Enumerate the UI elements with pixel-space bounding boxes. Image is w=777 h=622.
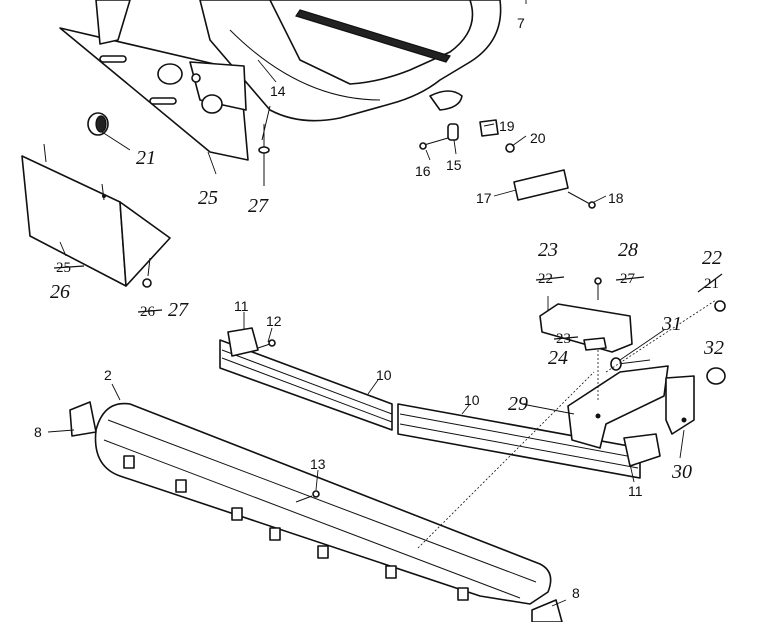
printed-labels: 7 14 19 20 16 15 17 18 11 12 10 10 2 8 1… — [34, 15, 643, 601]
rail-right-part-10 — [397, 403, 641, 479]
label-10-right: 10 — [464, 392, 480, 408]
label-32: 32 — [703, 337, 724, 359]
label-20: 20 — [530, 130, 546, 146]
label-11-left: 11 — [234, 298, 249, 314]
clip-part-19 — [479, 119, 499, 137]
label-24: 24 — [548, 347, 568, 369]
strip-part-17 — [513, 169, 569, 201]
bolt-part-16 — [419, 137, 449, 150]
handwritten-labels: 21 25 27 25 26 26 27 23 28 22 27 22 21 3… — [50, 147, 724, 483]
bracket-plate-part-26 — [21, 143, 171, 287]
leader-lines — [47, 0, 685, 607]
label-25: 25 — [198, 187, 218, 209]
nut-part-32 — [706, 367, 726, 385]
end-piece-part-8-right — [531, 599, 563, 622]
label-31: 31 — [661, 313, 682, 335]
label-23-struck: 23 — [556, 331, 571, 347]
rail-left-part-10 — [219, 339, 393, 431]
label-21: 21 — [136, 147, 156, 169]
end-cap-part-11-left — [227, 327, 259, 357]
label-14: 14 — [270, 83, 286, 99]
label-13: 13 — [310, 456, 326, 472]
label-26: 26 — [50, 281, 70, 303]
screw-part-27-right — [594, 277, 602, 300]
screw-part-13 — [295, 490, 320, 503]
end-cap-part-11-right — [623, 433, 661, 467]
label-2: 2 — [104, 367, 112, 383]
screw-part-12 — [257, 339, 276, 349]
bracket-part-29 — [567, 365, 669, 449]
label-30: 30 — [671, 461, 692, 483]
label-16: 16 — [415, 163, 431, 179]
label-18: 18 — [608, 190, 624, 206]
end-piece-part-8-left — [69, 401, 97, 437]
label-12: 12 — [266, 313, 282, 329]
label-19: 19 — [499, 118, 515, 134]
spacer-part-15 — [447, 123, 459, 141]
nut-part-22-small — [714, 300, 726, 312]
label-10-left: 10 — [376, 367, 392, 383]
label-8-left: 8 — [34, 424, 42, 440]
label-11-right: 11 — [628, 483, 643, 499]
label-15: 15 — [446, 157, 462, 173]
label-17: 17 — [476, 190, 492, 206]
upper-bumper-part-14 — [199, 0, 502, 122]
bracket-part-30 — [665, 375, 695, 435]
assembly-lines — [417, 299, 717, 549]
label-7: 7 — [517, 15, 525, 31]
bumper-mounting-tabs — [123, 455, 469, 601]
cover-part-22 — [539, 303, 633, 353]
label-29: 29 — [508, 393, 528, 415]
label-25-struck: 25 — [56, 260, 71, 276]
label-22-right: 22 — [702, 247, 722, 269]
label-8-right: 8 — [572, 585, 580, 601]
label-28: 28 — [618, 239, 638, 261]
label-27-lower: 27 — [168, 299, 189, 321]
label-23: 23 — [538, 239, 558, 261]
washer-part-23 — [583, 337, 607, 351]
screw-part-18 — [567, 191, 596, 209]
bolt-part-27-upper — [258, 105, 271, 186]
label-26-struck: 26 — [140, 304, 156, 320]
main-bumper-part-2 — [94, 402, 552, 605]
screw-part-27-lower — [142, 257, 152, 288]
label-21-struck: 21 — [704, 276, 719, 292]
rubber-bushing-part-21 — [87, 112, 109, 136]
bracket-part-25 — [59, 0, 249, 161]
label-27: 27 — [248, 195, 269, 217]
